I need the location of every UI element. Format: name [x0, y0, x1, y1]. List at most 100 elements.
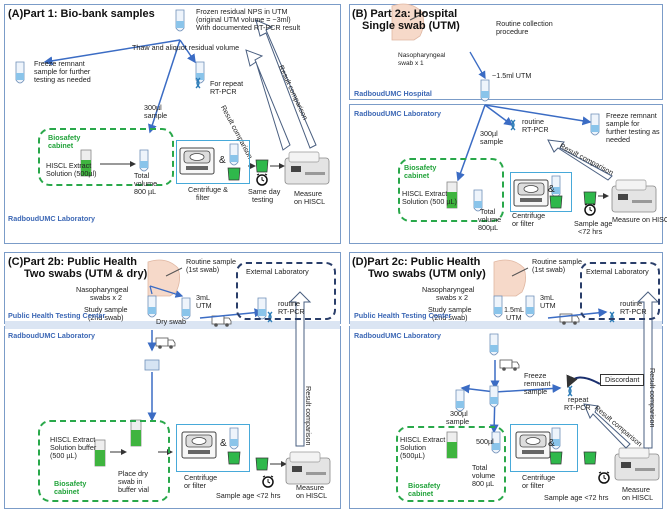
extract-b-2: Solution (500 µL) [402, 197, 457, 206]
biosafety-c-1: Biosafety [54, 479, 87, 488]
naso-b-2: swab x 1 [398, 60, 424, 67]
total-a-2: volume [134, 179, 158, 188]
total-b-1: Total [480, 207, 496, 216]
hospital-label: RadboudUMC Hospital [354, 89, 432, 98]
place-c-2: swab in [118, 477, 143, 486]
study-d-2: (2nd swab) [432, 313, 468, 322]
phtc-label-d: Public Health Testing Center [354, 311, 452, 320]
biosafety-b-2: cabinet [404, 171, 430, 180]
sample300-d-1: 300µl [450, 409, 468, 418]
total-d-2: volume [472, 471, 496, 480]
extract-a-1: HISCL Extract [46, 161, 92, 170]
rtpcr-c-1: routine [278, 299, 300, 308]
sampleage-b-2: <72 hrs [578, 227, 603, 236]
utm-c-2: UTM [196, 301, 212, 310]
sampleage-c: Sample age <72 hrs [216, 491, 281, 500]
thaw-label: Thaw and aliquot residual volume [132, 43, 240, 52]
lab-band-c [5, 321, 340, 329]
centrifuge-b-2: or filter [512, 219, 534, 228]
sample300-a-2: sample [144, 111, 168, 120]
result-d-1: Result comparison [648, 368, 657, 428]
biosafety-d-2: cabinet [408, 489, 434, 498]
total-b-3: 800µL [478, 223, 499, 232]
place-c-1: Place dry [118, 469, 148, 478]
extract-c-2: Solution buffer [50, 443, 97, 452]
panel-a-title: (A)Part 1: Bio-bank samples [8, 8, 155, 20]
ampersand-c: & [220, 438, 227, 449]
frozen-line-1: Frozen residual NPS in UTM [196, 7, 288, 16]
centrifuge-box-d [510, 424, 578, 472]
extract-d-2: Solution [400, 443, 426, 452]
panel-c-title-1: (C)Part 2b: Public Health [8, 256, 137, 268]
biosafety-a-1: Biosafety [48, 133, 81, 142]
biosafety-b-1: Biosafety [404, 163, 437, 172]
study-c-1: Study sample [84, 305, 128, 314]
total-a-3: 800 µL [134, 187, 157, 196]
panel-a [4, 4, 341, 244]
routine-c-1: Routine sample [186, 257, 236, 266]
sample300-b-2: sample [480, 137, 504, 146]
centrifuge-d-2: or filter [522, 481, 544, 490]
measure-c-1: Measure [296, 483, 324, 492]
freeze-b-1: Freeze remnant [606, 111, 657, 120]
utm3-d-1: 3mL [540, 293, 554, 302]
external-lab-c [236, 262, 336, 320]
repeat-d-2: RT-PCR [564, 403, 591, 412]
panel-b-title-2: Single swab (UTM) [362, 20, 460, 32]
result-c: Result comparison [304, 386, 313, 446]
centrifuge-a-2: filter [196, 193, 210, 202]
biosafety-d-1: Biosafety [408, 481, 441, 490]
extract-b-1: HISCL Extract [402, 189, 448, 198]
freeze-b-4: needed [606, 135, 630, 144]
ampersand-b: & [548, 184, 555, 195]
naso-c-2: swabs x 2 [90, 293, 122, 302]
study-d-1: Study sample [428, 305, 472, 314]
rtpcr-c-2: RT-PCR [278, 307, 305, 316]
freeze-a-2: sample for further [34, 67, 91, 76]
measure-a-1: Measure [294, 189, 322, 198]
naso-d-1: Nasopharyngeal [422, 285, 475, 294]
freeze-b-2: sample for [606, 119, 640, 128]
utm15-d-2: UTM [506, 313, 522, 322]
measure-c-2: on HISCL [296, 491, 328, 500]
study-c-2: (2nd swab) [88, 313, 124, 322]
frozen-line-2: (original UTM volume = ~3ml) [196, 15, 291, 24]
centrifuge-c-2: or filter [184, 481, 206, 490]
rtpcr-b-2: RT-PCR [522, 125, 549, 134]
total-d-3: 800 µL [472, 479, 495, 488]
utm-b: ~1.5ml UTM [492, 71, 532, 80]
ampersand-a: & [219, 155, 226, 166]
extract-a-2: Solution (500µl) [46, 169, 97, 178]
rtpcr-d-2: RT-PCR [620, 307, 647, 316]
extract-c-3: (500 µL) [50, 451, 77, 460]
routine-b-2: procedure [496, 27, 529, 36]
panel-b-title-1: (B) Part 2a: Hospital [352, 8, 458, 20]
sample300-d-2: sample [446, 417, 470, 426]
sameday-2: testing [252, 195, 274, 204]
measure-d-1: Measure [622, 485, 650, 494]
repeat-d-1: repeat [568, 395, 589, 404]
routine-d-1: Routine sample [532, 257, 582, 266]
freeze-a-3: testing as needed [34, 75, 91, 84]
utm3-d-2: UTM [540, 301, 556, 310]
extract-d-3: (500µL) [400, 451, 425, 460]
centrifuge-box-b [510, 172, 572, 212]
sample300-b-1: 300µl [480, 129, 498, 138]
centrifuge-a-1: Centrifuge & [188, 185, 228, 194]
sameday-1: Same day [248, 187, 281, 196]
measure-a-2: on HISCL [294, 197, 326, 206]
freeze-d-1: Freeze [524, 371, 547, 380]
ul500-d: 500µl [476, 437, 494, 446]
rtpcr-b-1: routine [522, 117, 544, 126]
sample300-a-1: 300µl [144, 103, 162, 112]
lab-band-d [350, 321, 662, 329]
lab-label-a: RadboudUMC Laboratory [8, 214, 96, 223]
external-d: External Laboratory [586, 267, 649, 276]
repeat-a-2: RT-PCR [210, 87, 237, 96]
biosafety-cabinet-c [38, 420, 170, 502]
routine-b-1: Routine collection [496, 19, 553, 28]
sampleage-b-1: Sample age [574, 219, 613, 228]
place-c-3: buffer vial [118, 485, 150, 494]
biosafety-cabinet-b [398, 158, 504, 222]
